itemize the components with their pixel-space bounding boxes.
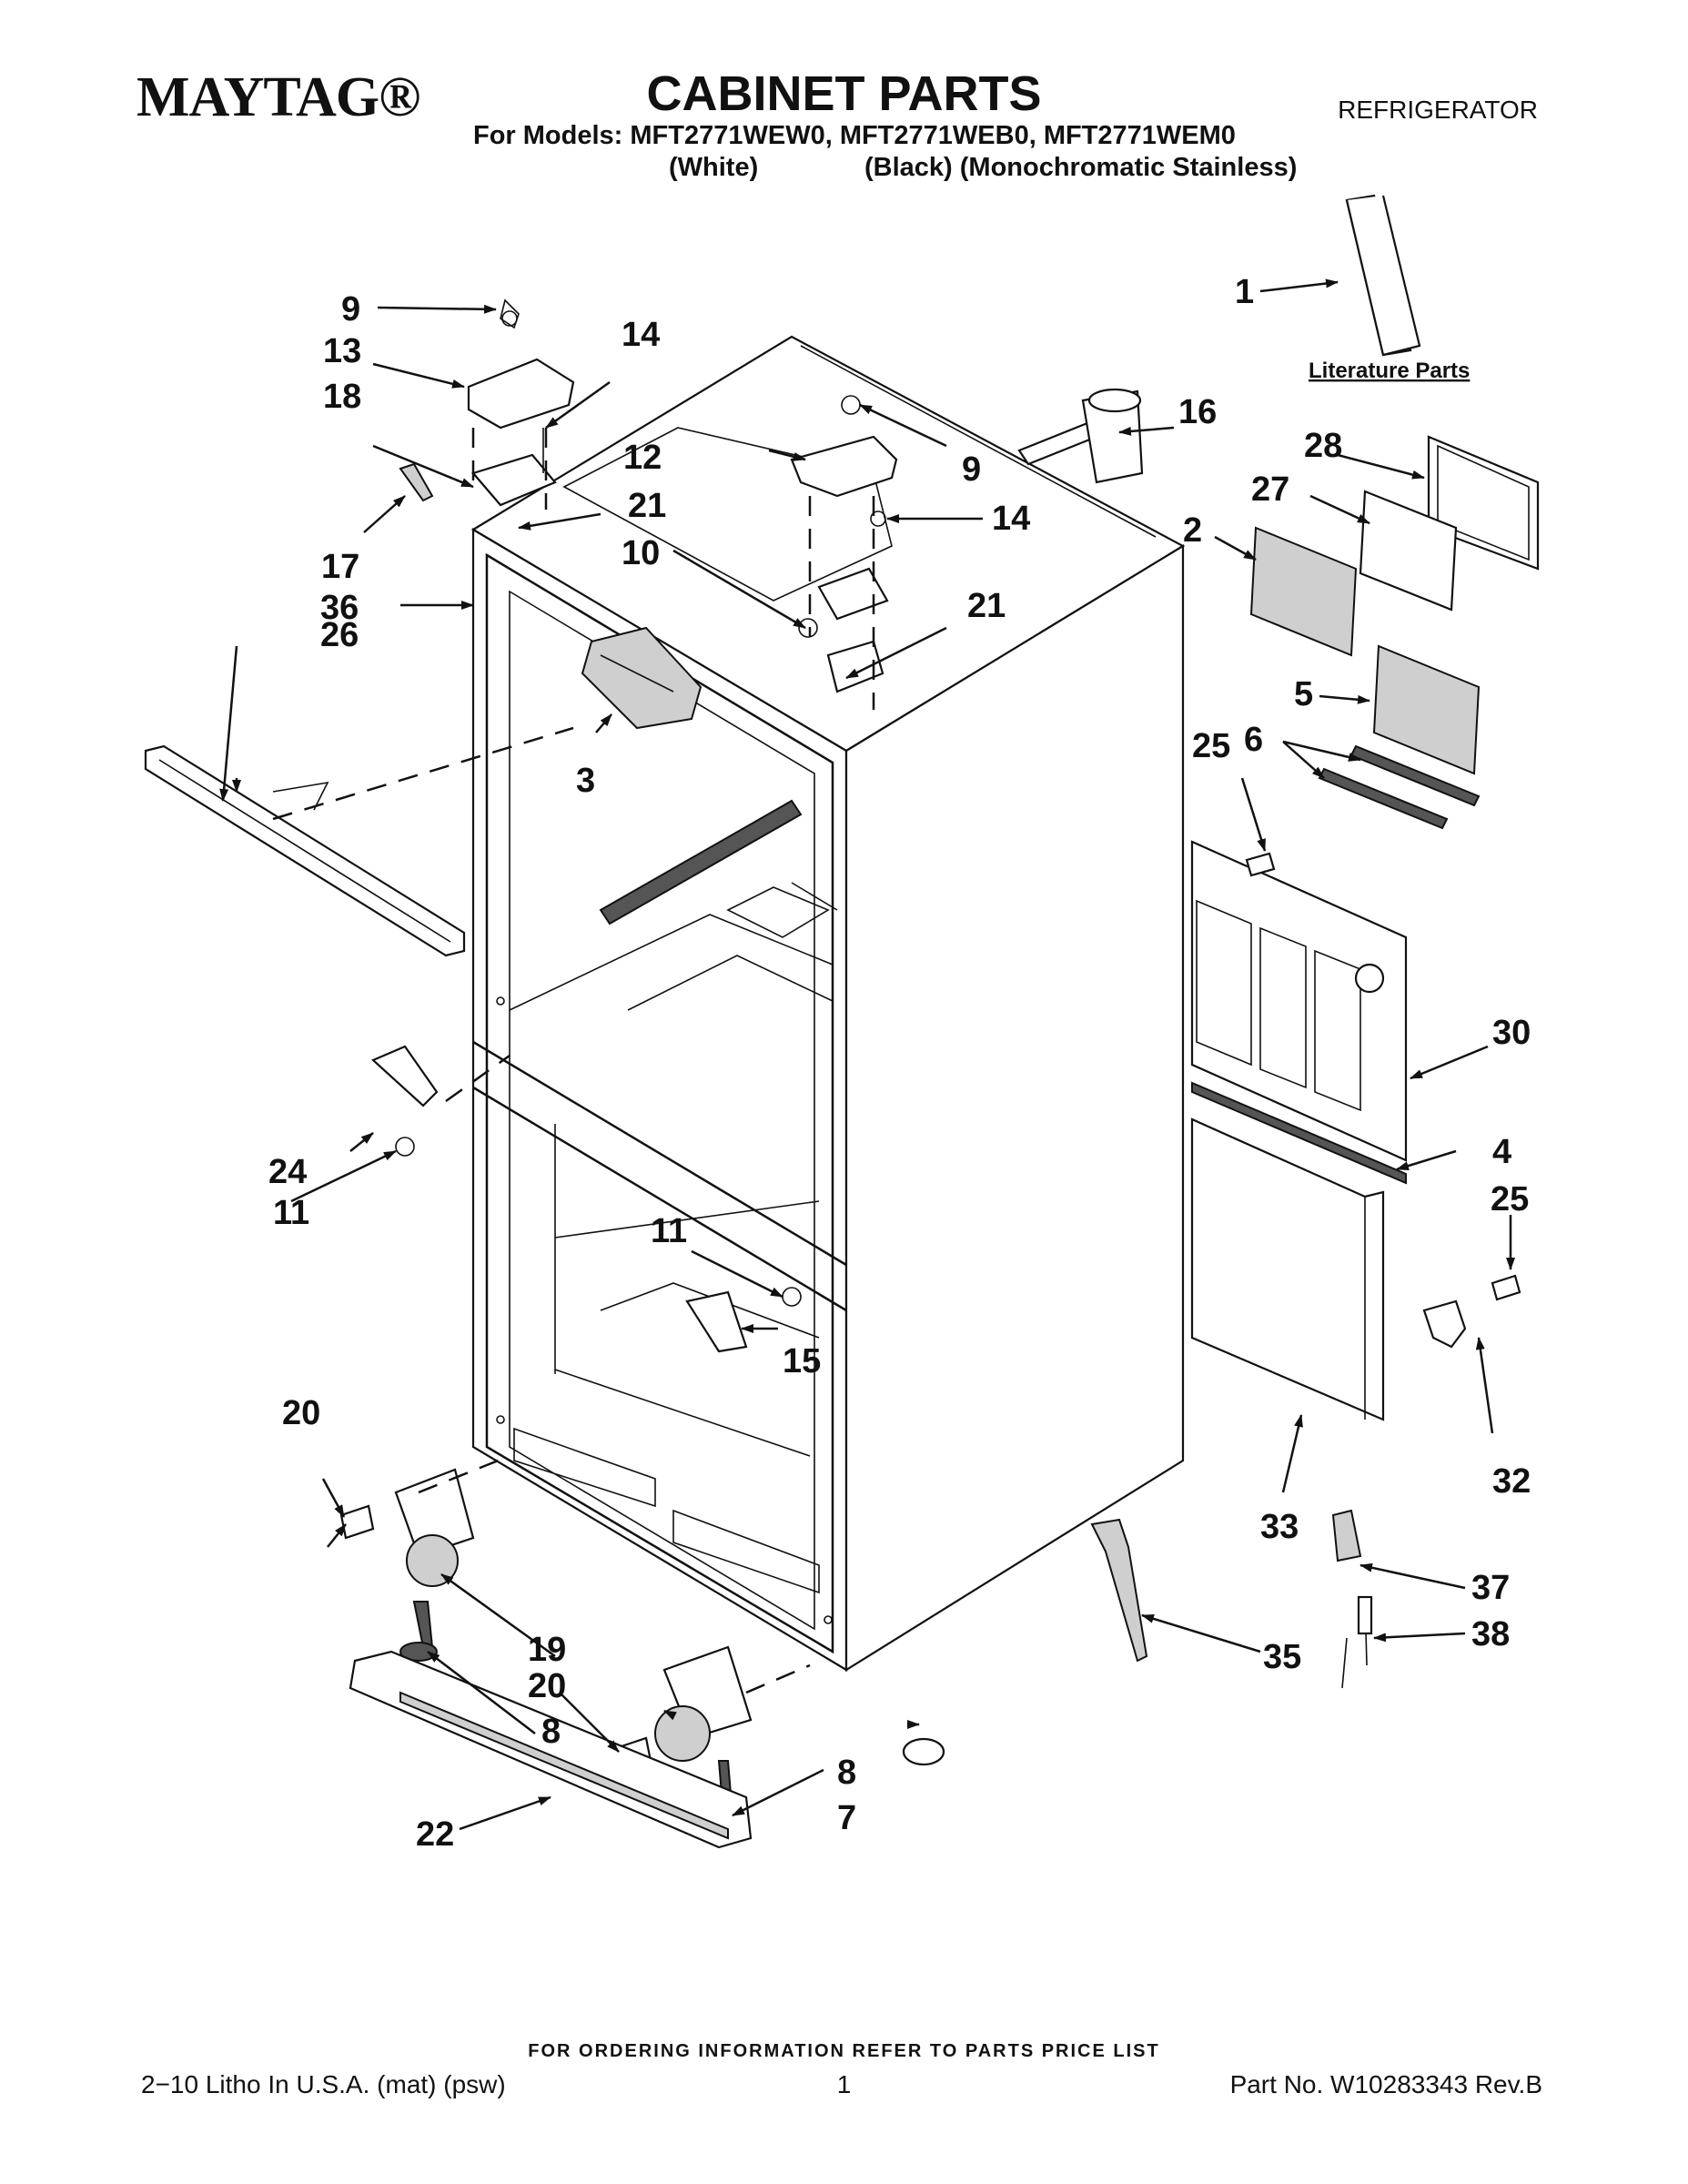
callout-16: 16 [1178, 393, 1217, 431]
callout-14b: 14 [992, 500, 1030, 538]
callout-26: 26 [320, 616, 359, 654]
part-24-bracket [370, 1045, 510, 1157]
page-number: 1 [836, 2070, 852, 2098]
brand-logo: MAYTAG® [136, 66, 420, 128]
electronic-parts [1249, 435, 1540, 775]
callout-17: 17 [321, 548, 359, 586]
part-33-panel [1190, 1117, 1385, 1421]
variant-white: (White) [669, 153, 759, 182]
part-1-literature [1345, 194, 1421, 357]
callout-4: 4 [1492, 1133, 1511, 1171]
callout-13: 13 [323, 332, 361, 370]
part-7-plug [902, 1737, 945, 1766]
callout-37: 37 [1471, 1569, 1510, 1607]
callout-20b: 20 [528, 1667, 566, 1705]
part-4-strip [1191, 1081, 1407, 1185]
callout-19: 19 [528, 1631, 566, 1669]
callout-21a: 21 [628, 487, 666, 525]
callout-11a: 11 [273, 1194, 309, 1232]
callout-8a: 8 [541, 1713, 561, 1751]
litho-note: 2−10 Litho In U.S.A. (mat) (psw) [141, 2070, 506, 2098]
callout-3: 3 [576, 762, 595, 800]
callout-25b: 25 [1491, 1180, 1529, 1218]
leader-arrows [219, 278, 1515, 1831]
part-32-clamp [1422, 1299, 1467, 1349]
callout-15: 15 [783, 1342, 821, 1380]
roller-assembly-left [339, 1454, 510, 1662]
callout-27: 27 [1251, 470, 1289, 509]
appliance-category: REFRIGERATOR [1338, 96, 1538, 124]
part-37-clip [1331, 1509, 1362, 1562]
top-left-hinge-assembly [467, 298, 575, 510]
callout-24: 24 [268, 1153, 307, 1191]
callout-10: 10 [622, 534, 660, 572]
cabinet-body [470, 335, 1186, 1672]
callout-33: 33 [1260, 1508, 1299, 1546]
callout-9b: 9 [962, 450, 981, 489]
callout-12: 12 [623, 439, 662, 477]
callout-6: 6 [1244, 721, 1263, 759]
callout-14a: 14 [622, 316, 660, 354]
part-38-sensor [1341, 1595, 1373, 1689]
variant-black-stainless: (Black) (Monochromatic Stainless) [864, 153, 1298, 182]
literature-parts-label: Literature Parts [1309, 359, 1470, 383]
callout-18: 18 [323, 378, 361, 416]
models-line: For Models: MFT2771WEW0, MFT2771WEB0, MF… [473, 121, 1236, 150]
callout-38: 38 [1471, 1615, 1510, 1653]
part-25-screw-lower [1491, 1274, 1521, 1301]
part-30-grille [1190, 840, 1408, 1162]
callout-21b: 21 [967, 587, 1006, 625]
callout-5: 5 [1294, 675, 1313, 713]
part-35-tube [1090, 1518, 1148, 1663]
part-17-strip [399, 462, 434, 502]
callout-11b: 11 [651, 1212, 687, 1250]
callout-36: 36 [320, 589, 359, 627]
top-right-hinge-assembly [790, 395, 898, 710]
callout-35: 35 [1263, 1638, 1301, 1676]
ordering-note: FOR ORDERING INFORMATION REFER TO PARTS … [528, 2041, 1160, 2061]
part-25-screw-upper [1245, 852, 1276, 877]
callout-1: 1 [1235, 273, 1254, 311]
callout-8b: 8 [837, 1754, 856, 1792]
callout-labels: 1 2 3 4 5 6 7 8 8 9 9 10 11 11 12 13 14 … [268, 273, 1531, 1854]
callout-2: 2 [1183, 511, 1202, 550]
part-number: Part No. W10283343 Rev.B [1229, 2070, 1542, 2098]
callout-22: 22 [416, 1815, 454, 1854]
callout-30: 30 [1492, 1014, 1531, 1052]
part-22-toe-grille [349, 1650, 753, 1849]
callout-7: 7 [837, 1799, 856, 1837]
callout-25a: 25 [1192, 727, 1230, 765]
part-3-housing [581, 626, 702, 730]
part-16-valve [1017, 388, 1144, 484]
callout-9a: 9 [341, 290, 360, 329]
callout-20a: 20 [282, 1394, 320, 1432]
callout-28: 28 [1304, 427, 1342, 465]
callout-32: 32 [1492, 1462, 1531, 1501]
page-title: CABINET PARTS [646, 66, 1042, 121]
